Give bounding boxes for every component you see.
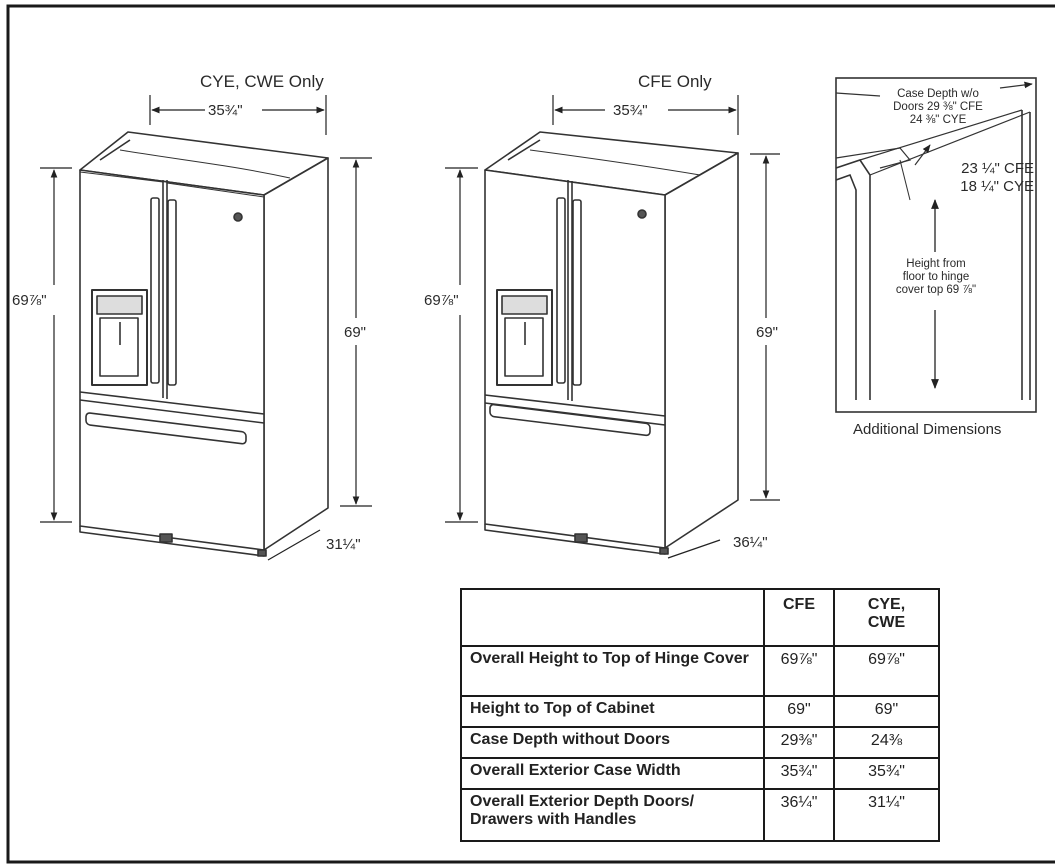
row-label: Overall Exterior Case Width — [460, 757, 765, 790]
inset-door-depth-cye: 18 ¼" CYE — [960, 178, 1034, 195]
row-cfe-value: 69" — [763, 695, 835, 728]
inset-hinge-height-note: Height from floor to hinge cover top 69 … — [888, 258, 984, 297]
fridge-left-illustration — [79, 131, 329, 557]
table-header-cye-cwe: CYE, CWE — [833, 588, 940, 647]
inset-door-depth-note: 23 ¼" CFE 18 ¼" CYE — [930, 160, 1034, 196]
inset-case-depth-note: Case Depth w/o Doors 29 ⅜" CFE 24 ⅜" CYE — [876, 88, 1000, 127]
right-cabinet-height-label: 69" — [756, 324, 779, 341]
table-header-cfe: CFE — [763, 588, 835, 647]
left-depth-label: 31¼" — [326, 536, 361, 553]
table-row: Overall Height to Top of Hinge Cover 69⅞… — [460, 645, 940, 697]
row-cye-value: 69⅞" — [833, 645, 940, 697]
table-row: Height to Top of Cabinet 69" 69" — [460, 695, 940, 728]
inset-box — [835, 77, 1037, 413]
row-cfe-value: 29⅜" — [763, 726, 835, 759]
inset-hinge-line1: Height from — [906, 258, 966, 270]
inset-door-depth-cfe: 23 ¼" CFE — [961, 160, 1034, 177]
left-cabinet-height-label: 69" — [344, 324, 367, 341]
right-diagram-title: CFE Only — [638, 72, 712, 91]
row-cfe-value: 35¾" — [763, 757, 835, 790]
inset-case-depth-line3: 24 ⅜" CYE — [909, 114, 967, 126]
row-cye-value: 69" — [833, 695, 940, 728]
row-label: Case Depth without Doors — [460, 726, 765, 759]
inset-hinge-line3: cover top 69 ⅞" — [895, 284, 977, 296]
inset-case-depth-line2: Doors 29 ⅜" CFE — [893, 101, 983, 113]
right-width-label: 35¾" — [613, 102, 648, 119]
inset-hinge-line2: floor to hinge — [902, 271, 970, 283]
fridge-left-dimensions — [40, 95, 372, 561]
left-overall-height-label: 69⅞" — [12, 292, 47, 309]
right-depth-label: 36¼" — [733, 534, 768, 551]
row-cfe-value: 69⅞" — [763, 645, 835, 697]
fridge-right-illustration — [484, 131, 739, 555]
table-row: Overall Exterior Depth Doors/ Drawers wi… — [460, 788, 940, 842]
table-header-cye: CYE, — [867, 596, 906, 613]
row-cye-value: 35¾" — [833, 757, 940, 790]
row-label: Overall Exterior Depth Doors/ Drawers wi… — [460, 788, 765, 842]
table-row: Case Depth without Doors 29⅜" 24⅜ — [460, 726, 940, 759]
inset-case-depth-line1: Case Depth w/o — [897, 88, 979, 100]
table-header-blank — [460, 588, 765, 647]
inset-caption: Additional Dimensions — [853, 421, 1002, 438]
left-width-label: 35¾" — [208, 102, 243, 119]
row-cye-value: 24⅜ — [833, 726, 940, 759]
right-overall-height-label: 69⅞" — [424, 292, 459, 309]
dimensions-table: CFE CYE, CWE Overall Height to Top of Hi… — [460, 588, 940, 842]
row-label: Height to Top of Cabinet — [460, 695, 765, 728]
row-cfe-value: 36¼" — [763, 788, 835, 842]
row-cye-value: 31¼" — [833, 788, 940, 842]
row-label: Overall Height to Top of Hinge Cover — [460, 645, 765, 697]
table-header-row: CFE CYE, CWE — [460, 588, 940, 647]
table-row: Overall Exterior Case Width 35¾" 35¾" — [460, 757, 940, 790]
table-header-cwe: CWE — [867, 614, 906, 631]
page-border — [6, 4, 1055, 864]
left-diagram-title: CYE, CWE Only — [200, 72, 324, 91]
fridge-right-dimensions — [445, 95, 780, 559]
